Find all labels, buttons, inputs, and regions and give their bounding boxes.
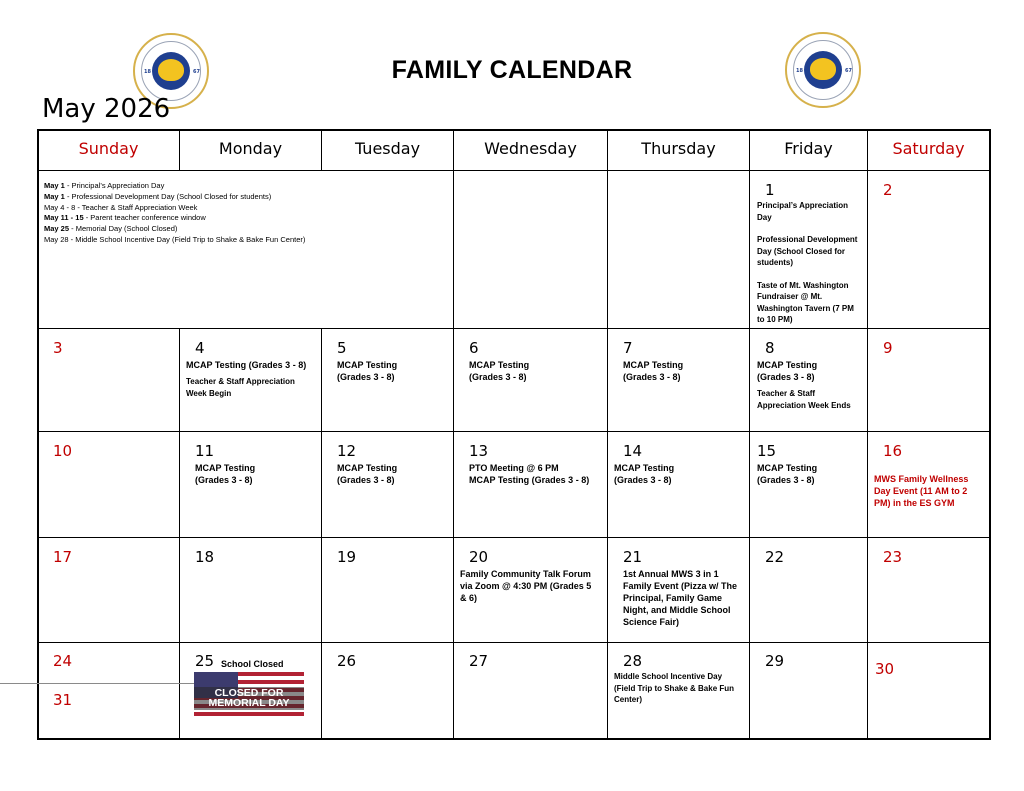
memorial-day-flag-image: CLOSED FOR MEMORIAL DAY [194,672,304,719]
month-label: May 2026 [42,94,171,124]
divider-line [0,683,194,684]
day-events: MCAP Testing (Grades 3 - 8) Teacher & St… [186,360,307,398]
day-events: PTO Meeting @ 6 PM MCAP Testing (Grades … [469,463,590,485]
day-number: 14 [623,442,643,460]
day-number: 31 [53,691,73,709]
day-number: 17 [53,548,73,566]
day-number: 1 [765,181,775,199]
calendar-grid [37,129,991,740]
day-number: 30 [875,660,895,678]
month-notes: May 1 - Principal’s Appreciation Day May… [44,181,305,246]
day-number: 3 [53,339,63,357]
day-number: 18 [195,548,215,566]
day-events: 1st Annual MWS 3 in 1 Family Event (Pizz… [623,569,738,627]
day-number: 26 [337,652,357,670]
day-events: MCAP Testing (Grades 3 - 8) [623,360,684,382]
day-header-tuesday: Tuesday [354,139,421,158]
day-number: 24 [53,652,73,670]
day-number: 28 [623,652,643,670]
day-number: 13 [469,442,489,460]
note-item: May 1 - Professional Development Day (Sc… [44,191,272,201]
day-number: 20 [469,548,489,566]
day-events: Middle School Incentive Day (Field Trip … [614,672,735,704]
day-number: 11 [195,442,215,460]
day-events: MCAP Testing (Grades 3 - 8) [337,360,398,382]
day-number: 21 [623,548,643,566]
day-events: Family Community Talk Forum via Zoom @ 4… [460,569,592,603]
day-number: 23 [883,548,903,566]
day-number: 25 [195,652,215,670]
day-number: 12 [337,442,357,460]
day-events: MWS Family Wellness Day Event (11 AM to … [874,474,969,508]
note-item: May 25 - Memorial Day (School Closed) [44,224,178,234]
day-events: MCAP Testing (Grades 3 - 8) Teacher & St… [757,360,851,410]
day-events: MCAP Testing (Grades 3 - 8) [614,463,675,485]
day-number: 9 [883,339,893,357]
day-events: MCAP Testing (Grades 3 - 8) [469,360,530,382]
day-number: 4 [195,339,205,357]
day-number: 8 [765,339,775,357]
day-header-monday: Monday [218,139,283,158]
day-events: MCAP Testing (Grades 3 - 8) [195,463,256,485]
note-item: May 4 - 8 - Teacher & Staff Appreciation… [44,202,198,212]
day-number: 22 [765,548,785,566]
note-item: May 28 - Middle School Incentive Day (Fi… [44,234,306,244]
day-number: 2 [883,181,893,199]
note-item: May 11 - 15 - Parent teacher conference … [44,213,206,223]
day-number: 19 [337,548,357,566]
day-header-sunday: Sunday [78,139,139,158]
day-number: 29 [765,652,785,670]
day-events: Principal’s Appreciation Day Professiona… [757,201,858,324]
school-logo-left: 18 67 [133,33,209,109]
day-number: 5 [337,339,347,357]
day-number: 6 [469,339,479,357]
day-header-thursday: Thursday [641,139,716,158]
day-header-wednesday: Wednesday [484,139,577,158]
day-number: 7 [623,339,633,357]
day-number: 15 [757,442,777,460]
calendar-title: FAMILY CALENDAR [391,56,633,84]
day-header-saturday: Saturday [892,139,965,158]
school-logo-right: 18 67 [785,32,861,108]
day-events: MCAP Testing (Grades 3 - 8) [337,463,398,485]
day-number: 16 [883,442,903,460]
day-events: School Closed [221,659,284,669]
day-events: MCAP Testing (Grades 3 - 8) [757,463,818,485]
day-number: 10 [53,442,73,460]
day-number: 27 [469,652,489,670]
note-item: May 1 - Principal’s Appreciation Day [44,181,165,190]
day-header-friday: Friday [784,139,833,158]
